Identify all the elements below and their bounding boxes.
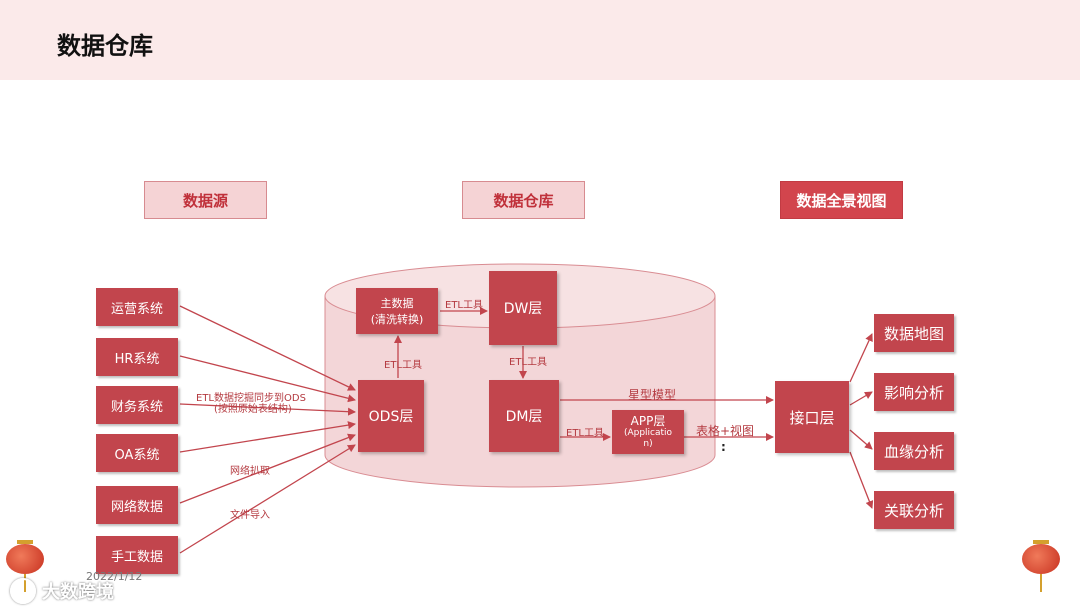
master-data-sublabel: (清洗转换) — [371, 311, 424, 327]
interface-layer-box: 接口层 — [775, 381, 849, 453]
output-arrows — [850, 334, 872, 508]
source-finance-system: 财务系统 — [96, 386, 178, 424]
watermark-logo-icon — [10, 578, 36, 604]
output-impact-analysis: 影响分析 — [874, 373, 954, 411]
dm-layer-box: DM层 — [489, 380, 559, 452]
etl-label-dm-to-app: ETL工具 — [566, 428, 604, 439]
ods-layer-box: ODS层 — [358, 380, 424, 452]
source-network-data: 网络数据 — [96, 486, 178, 524]
source-ops-system: 运营系统 — [96, 288, 178, 326]
app-layer-label: APP层 — [631, 414, 666, 428]
output-lineage-analysis: 血缘分析 — [874, 432, 954, 470]
label-star-schema: 星型模型 — [628, 386, 676, 403]
label-etl-sync-2: (按照原始表结构) — [214, 404, 292, 415]
label-etl-sync-1: ETL数据挖掘同步到ODS — [196, 393, 306, 404]
etl-label-dw-to-dm: ETL工具 — [509, 357, 547, 368]
label-colon: : — [721, 440, 726, 454]
etl-label-master-to-dw: ETL工具 — [445, 300, 483, 311]
label-table-view: 表格+视图 — [696, 422, 754, 439]
watermark-text: 大数跨境 — [42, 578, 114, 604]
app-layer-sublabel-1: (Applicatio — [624, 428, 672, 439]
app-layer-box: APP层 (Applicatio n) — [612, 410, 684, 454]
master-data-label: 主数据 — [381, 295, 414, 311]
output-data-map: 数据地图 — [874, 314, 954, 352]
app-layer-sublabel-2: n) — [643, 439, 652, 450]
source-manual-data: 手工数据 — [96, 536, 178, 574]
output-relation-analysis: 关联分析 — [874, 491, 954, 529]
source-hr-system: HR系统 — [96, 338, 178, 376]
label-crawl: 网络扒取 — [230, 466, 270, 477]
label-file-import: 文件导入 — [230, 510, 270, 521]
dw-layer-box: DW层 — [489, 271, 557, 345]
master-data-box: 主数据 (清洗转换) — [356, 288, 438, 334]
etl-label-ods-to-master: ETL工具 — [384, 360, 422, 371]
watermark: 大数跨境 — [10, 578, 114, 604]
source-oa-system: OA系统 — [96, 434, 178, 472]
